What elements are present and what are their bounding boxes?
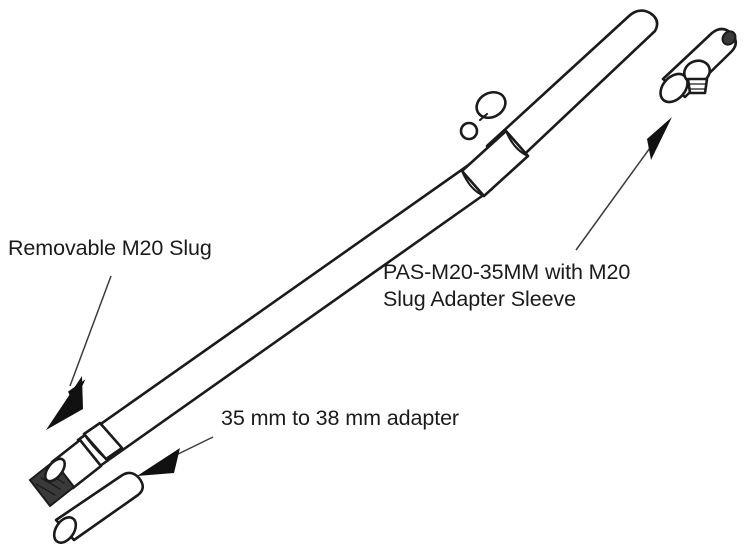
callout-arrow-adapter xyxy=(137,436,214,476)
arrowhead-adapter xyxy=(137,448,180,476)
callout-arrow-removable-slug xyxy=(46,275,112,430)
adapter-tube-body xyxy=(54,471,145,542)
mid-collar xyxy=(459,90,530,198)
collar-knob xyxy=(459,121,479,141)
knob-thread-hatching xyxy=(688,83,707,90)
label-pas-line1: PAS-M20-35MM with M20 xyxy=(383,260,631,284)
adapter-tube xyxy=(52,471,145,544)
knob-thread-body xyxy=(686,77,709,95)
label-pas-line2: Slug Adapter Sleeve xyxy=(383,287,576,311)
arrowhead-pas xyxy=(647,117,672,160)
arrowhead-slug-solid xyxy=(46,376,83,430)
threaded-slug-tip xyxy=(28,438,103,508)
knob-stem xyxy=(478,112,489,122)
locking-ring xyxy=(475,90,507,120)
collar-rear-edge xyxy=(504,129,530,158)
leader-line-adapter xyxy=(171,436,214,458)
slug-face xyxy=(43,457,67,483)
detached-sleeve xyxy=(659,27,738,104)
collar-front-edge xyxy=(460,169,486,198)
slug-threads xyxy=(28,459,76,508)
leader-line-slug xyxy=(69,275,112,387)
adapter-tube-open-end xyxy=(52,516,78,544)
pole-upper-segment xyxy=(485,9,659,168)
callout-arrow-pas-sleeve xyxy=(575,117,672,251)
label-35mm-to-38mm-adapter: 35 mm to 38 mm adapter xyxy=(221,406,459,430)
band-edge xyxy=(82,432,108,461)
label-removable-m20-slug: Removable M20 Slug xyxy=(8,236,212,260)
lower-band xyxy=(82,421,124,461)
leader-line-pas xyxy=(575,140,656,251)
sleeve-end-cap xyxy=(721,30,737,46)
